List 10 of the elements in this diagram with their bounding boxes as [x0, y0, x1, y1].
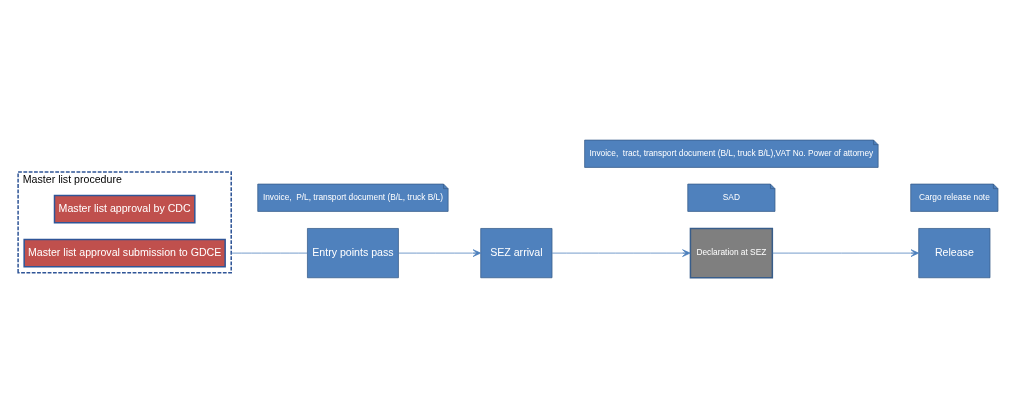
arrow	[771, 249, 919, 257]
node-box: Release	[917, 228, 990, 279]
node-box: Declaration at SEZ	[689, 227, 773, 279]
connector	[230, 252, 308, 254]
arrow	[551, 249, 690, 257]
node-box: Entry points pass	[306, 228, 399, 279]
arrow	[397, 249, 481, 257]
node-box: Master list approval submission to GDCE	[22, 238, 226, 268]
node-box: SEZ arrival	[479, 228, 552, 279]
node-box: Master list approval by CDC	[53, 194, 196, 224]
